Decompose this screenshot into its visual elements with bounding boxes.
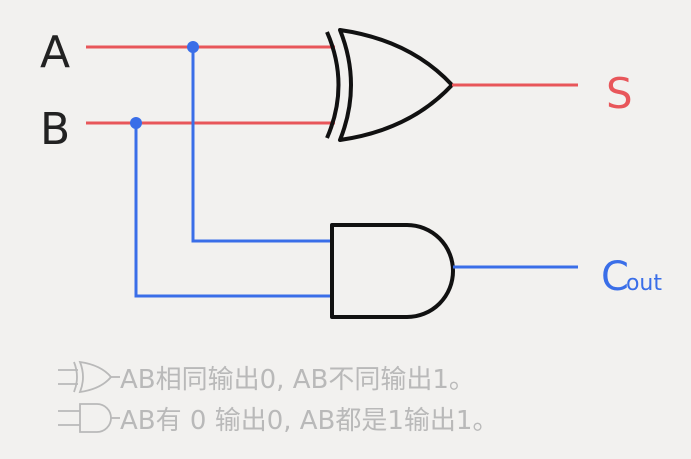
- output-carry-main: C: [601, 254, 629, 300]
- input-b-label: B: [40, 104, 70, 155]
- junction-b: [130, 117, 142, 129]
- note-row-xor: AB相同输出0, AB不同输出1。: [58, 360, 475, 395]
- output-carry-label: Cout: [601, 254, 662, 300]
- note-xor-text: AB相同输出0, AB不同输出1。: [120, 365, 475, 395]
- junction-a: [187, 41, 199, 53]
- xor-gate: [325, 28, 454, 142]
- note-and-text: AB有 0 输出0, AB都是1输出1。: [120, 406, 498, 436]
- output-carry-subscript: out: [626, 271, 662, 296]
- xor-gate-icon: [58, 360, 120, 394]
- wire-b-branch-to-and: [134, 123, 332, 298]
- output-sum-label: S: [606, 69, 633, 118]
- and-gate-icon: [58, 403, 120, 433]
- wire-a-branch-to-and: [191, 47, 332, 243]
- input-a-label: A: [40, 27, 70, 78]
- and-gate: [330, 223, 455, 319]
- note-row-and: AB有 0 输出0, AB都是1输出1。: [58, 403, 498, 436]
